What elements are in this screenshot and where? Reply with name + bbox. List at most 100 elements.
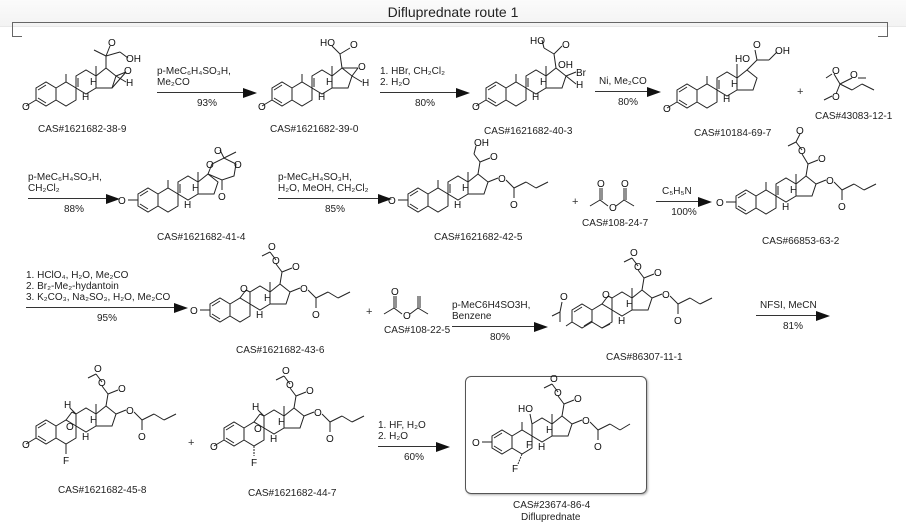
- atom-label: O: [550, 374, 558, 385]
- atom-label: HO: [518, 404, 533, 415]
- atom-label: H: [782, 202, 789, 213]
- reaction-10-yield: 60%: [403, 452, 424, 463]
- reaction-1: p-MeC₆H₄SO₃H, Me₂CO 93%: [157, 66, 257, 109]
- atom-label: H: [626, 299, 633, 310]
- reaction-7-yield: 95%: [96, 313, 117, 324]
- compound-1-cas: CAS#1621682-38-9: [38, 124, 127, 135]
- atom-label: O: [609, 203, 617, 214]
- arrow-head-icon: [647, 87, 661, 97]
- compound-13-structure: O O O O O O H H H O F: [22, 364, 177, 467]
- atom-label: O: [796, 126, 804, 137]
- reaction-arrow: [595, 87, 661, 97]
- atom-label: O: [560, 292, 568, 303]
- atom-label: H: [576, 80, 583, 91]
- atom-label: O: [832, 66, 840, 77]
- atom-label: O: [206, 160, 214, 171]
- reaction-4-conditions-line: CH₂Cl₂: [28, 183, 60, 194]
- atom-label: H: [532, 92, 539, 103]
- reaction-arrow: [756, 311, 830, 321]
- atom-label: O: [22, 440, 30, 451]
- atom-label: H: [454, 200, 461, 211]
- atom-label: H: [126, 78, 133, 89]
- atom-label: O: [630, 248, 638, 259]
- atom-label: O: [218, 192, 226, 203]
- reaction-9-yield: 81%: [782, 321, 803, 332]
- compound-5-structure: O O O: [823, 66, 875, 103]
- compound-6-structure: O O O O O H H: [118, 146, 242, 213]
- atom-label: O: [634, 262, 642, 273]
- atom-label: O: [716, 198, 724, 209]
- arrow-head-icon: [436, 442, 450, 452]
- reaction-10-conditions-line: 1. HF, H₂O: [378, 420, 426, 431]
- atom-label: O: [254, 424, 262, 435]
- atom-label: F: [63, 456, 69, 467]
- atom-label: O: [597, 179, 605, 190]
- atom-label: O: [602, 290, 610, 301]
- reaction-7-conditions-line: 3. K₂CO₃, Na₂SO₃, H₂O, Me₂CO: [26, 292, 171, 303]
- steroid-skeleton: [200, 251, 351, 323]
- atom-label: H: [790, 185, 797, 196]
- atom-label: O: [326, 434, 334, 445]
- atom-label: O: [490, 152, 498, 163]
- arrow-head-icon: [698, 197, 712, 207]
- steroid-skeleton: [482, 383, 631, 465]
- atom-label: H: [362, 78, 369, 89]
- atom-label: H: [278, 417, 285, 428]
- atom-label: H: [90, 415, 97, 426]
- reaction-4-yield: 88%: [63, 204, 84, 215]
- atom-label: O: [300, 284, 308, 295]
- reaction-8-conditions-line: p-MeC6H4SO3H,: [452, 300, 531, 311]
- reaction-8: p-MeC6H4SO3H, Benzene 80%: [452, 300, 548, 343]
- reaction-9-conditions-line: NFSI, MeCN: [760, 300, 817, 311]
- reaction-3-conditions-line: Ni, Me₂CO: [599, 76, 647, 87]
- atom-label: OH: [126, 54, 141, 65]
- reaction-arrow: [656, 197, 712, 207]
- atom-label: O: [210, 442, 218, 453]
- compound-10-structure: O O O O O O O H H: [190, 242, 351, 323]
- atom-label: O: [22, 102, 30, 113]
- scheme-frame: [12, 22, 888, 37]
- compound-14-cas: CAS#1621682-44-7: [248, 488, 337, 499]
- atom-label: H: [462, 183, 469, 194]
- reaction-7-conditions-line: 1. HClO₄, H₂O, Me₂CO: [26, 270, 129, 281]
- reaction-2: 1. HBr, CH₂Cl₂ 2. H₂O 80%: [380, 66, 470, 109]
- atom-label: H: [192, 183, 199, 194]
- atom-label: O: [94, 364, 102, 375]
- compound-12-structure: O O O O O O O H H: [551, 248, 713, 329]
- atom-label: H: [270, 434, 277, 445]
- arrow-head-icon: [816, 311, 830, 321]
- steroid-skeleton: [261, 45, 363, 107]
- atom-label: O: [498, 174, 506, 185]
- steroid-skeleton: [398, 145, 549, 213]
- reaction-5-conditions-line: p-MeC₆H₄SO₃H,: [278, 172, 352, 183]
- atom-label: F: [512, 464, 518, 475]
- compound-9-cas: CAS#66853-63-2: [762, 236, 840, 247]
- atom-label: O: [286, 380, 294, 391]
- atom-label: O: [662, 290, 670, 301]
- compound-10-cas: CAS#1621682-43-6: [236, 345, 325, 356]
- atom-label: H: [618, 316, 625, 327]
- atom-label: OH: [775, 46, 790, 57]
- atom-label: H: [90, 77, 97, 88]
- reaction-10: 1. HF, H₂O 2. H₂O 60%: [378, 420, 450, 463]
- atom-label: O: [282, 366, 290, 377]
- compound-11-structure: O O: [383, 287, 429, 322]
- arrow-head-icon: [456, 88, 470, 98]
- atom-label: O: [234, 160, 242, 171]
- reaction-4: p-MeC₆H₄SO₃H, CH₂Cl₂ 88%: [28, 172, 120, 215]
- arrow-head-icon: [378, 194, 392, 204]
- atom-label: H: [540, 77, 547, 88]
- compound-7-cas: CAS#1621682-42-5: [434, 232, 523, 243]
- atom-label: H: [82, 432, 89, 443]
- compound-4-structure: O HO O OH H H: [663, 40, 790, 115]
- atom-label: O: [594, 442, 602, 453]
- atom-label: O: [562, 40, 570, 51]
- atom-label: H: [82, 92, 89, 103]
- atom-label: H: [64, 400, 71, 411]
- reaction-1-conditions-line: Me₂CO: [157, 77, 190, 88]
- steroid-skeleton: [551, 257, 713, 329]
- atom-label: O: [272, 256, 280, 267]
- compound-5-cas: CAS#43083-12-1: [815, 111, 893, 122]
- compound-8-cas: CAS#108-24-7: [582, 218, 649, 229]
- reaction-2-conditions-line: 1. HBr, CH₂Cl₂: [380, 66, 445, 77]
